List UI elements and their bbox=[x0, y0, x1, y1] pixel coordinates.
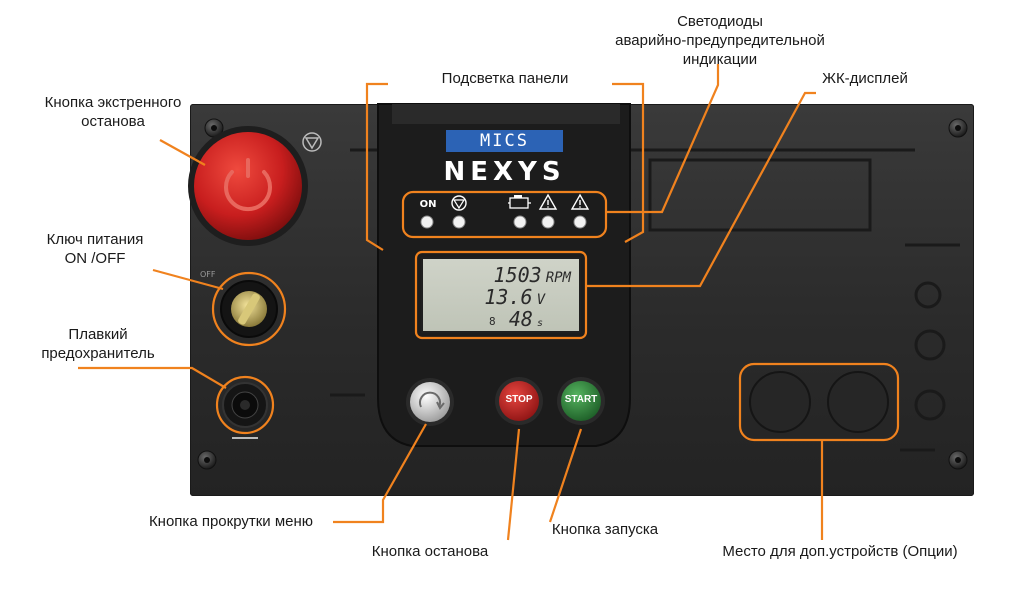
led-on-label: ON bbox=[419, 199, 437, 210]
option-slot-right bbox=[827, 371, 889, 433]
option-slot-left bbox=[749, 371, 811, 433]
lcd-row3-prefix: 8 bbox=[489, 315, 496, 328]
callout-fuse: Плавкий предохранитель bbox=[41, 326, 155, 362]
panel-grooves bbox=[330, 148, 960, 452]
emergency-stop-icon bbox=[302, 132, 322, 152]
lcd-volt-value: 13.6 bbox=[484, 285, 533, 309]
screw-top-left bbox=[204, 118, 224, 138]
lcd-sec-value: 48 bbox=[508, 307, 533, 331]
led-alarm bbox=[573, 215, 587, 229]
backlight-bracket-left bbox=[365, 82, 388, 251]
led-warning bbox=[541, 215, 555, 229]
stop-button-label: STOP bbox=[505, 394, 533, 405]
leader-emergency bbox=[159, 139, 206, 166]
leader-scroll bbox=[333, 423, 427, 524]
scroll-menu-button[interactable] bbox=[406, 378, 454, 426]
fuse-holder[interactable] bbox=[222, 382, 268, 439]
backlight-strip bbox=[392, 104, 620, 124]
emergency-stop-button[interactable] bbox=[188, 126, 308, 246]
alarm-triangle-icon bbox=[570, 193, 590, 210]
screw-top-right bbox=[948, 118, 968, 138]
leader-stop bbox=[506, 428, 521, 541]
callout-backlight: Подсветка панели bbox=[441, 70, 569, 87]
lcd-rpm-value: 1503 bbox=[493, 263, 542, 287]
callout-power-key: Ключ питания ON /OFF bbox=[46, 231, 144, 267]
led-group-outline bbox=[401, 190, 608, 239]
power-key-switch[interactable] bbox=[220, 280, 278, 338]
callout-leaders bbox=[78, 64, 824, 541]
leader-key bbox=[152, 268, 224, 291]
lcd-sec-unit: s bbox=[536, 318, 543, 329]
backlight-bracket-right bbox=[612, 82, 645, 243]
leader-lcd bbox=[586, 91, 816, 288]
callout-lcd: ЖК-дисплей bbox=[822, 70, 908, 87]
warning-triangle-icon bbox=[538, 193, 558, 210]
led-emergency-stop bbox=[452, 215, 466, 229]
engine-icon bbox=[508, 195, 531, 209]
brand-nexys: NEXYS bbox=[443, 157, 566, 187]
leader-leds bbox=[606, 64, 720, 214]
options-outline bbox=[738, 362, 900, 442]
lcd-outline bbox=[414, 250, 588, 340]
leader-fuse bbox=[78, 366, 227, 389]
callout-leds: Светодиоды аварийно-предупредительной ин… bbox=[615, 13, 825, 68]
screw-bottom-left bbox=[197, 450, 217, 470]
lcd-volt-unit: V bbox=[536, 292, 545, 308]
led-engine bbox=[513, 215, 527, 229]
callout-scroll-button: Кнопка прокрутки меню bbox=[148, 513, 314, 530]
key-off-marking: OFF bbox=[200, 270, 216, 279]
callout-options: Место для доп.устройств (Опции) bbox=[722, 543, 958, 560]
callout-stop-button: Кнопка останова bbox=[371, 543, 489, 560]
lcd-rpm-unit: RPM bbox=[545, 270, 571, 286]
led-on bbox=[420, 215, 434, 229]
key-outline bbox=[211, 271, 287, 347]
leader-start bbox=[548, 428, 583, 523]
start-button[interactable] bbox=[557, 377, 605, 425]
callout-emergency-stop: Кнопка экстренного останова bbox=[44, 94, 182, 130]
callout-start-button: Кнопка запуска bbox=[551, 521, 659, 538]
callout-outlines bbox=[211, 82, 900, 442]
brand-plate bbox=[446, 130, 563, 152]
brand-mics: MICS bbox=[480, 131, 529, 151]
screw-bottom-right bbox=[948, 450, 968, 470]
fuse-outline bbox=[215, 375, 275, 435]
stop-symbol-icon bbox=[451, 195, 467, 211]
stop-button[interactable] bbox=[495, 377, 543, 425]
start-button-label: START bbox=[564, 394, 598, 405]
